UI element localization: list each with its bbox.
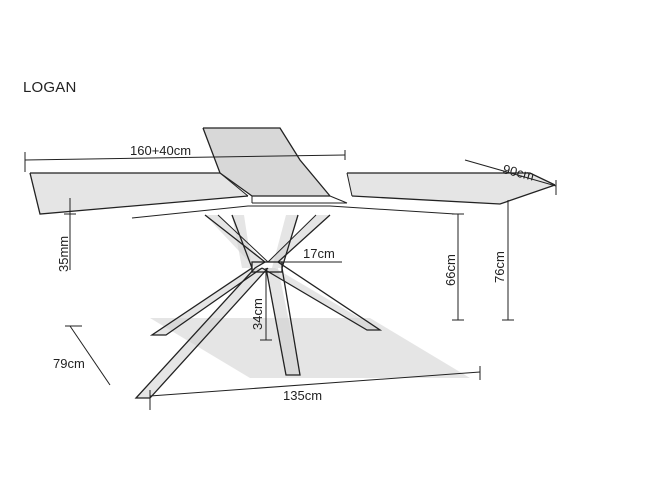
label-height-under-top: 66cm	[443, 254, 458, 286]
label-total-height: 76cm	[492, 251, 507, 283]
floor-shadow	[150, 318, 470, 378]
table-top-right	[346, 172, 556, 205]
label-depth: 90cm	[501, 161, 535, 183]
label-top-thickness: 35mm	[56, 236, 71, 272]
dim-depth: 90cm	[464, 159, 557, 195]
dim-leg-height-inner: 34cm	[250, 272, 272, 341]
label-leg-height-inner: 34cm	[250, 298, 265, 330]
dim-height-under-top: 66cm	[443, 213, 464, 321]
label-base-depth: 79cm	[53, 356, 85, 371]
star-base-legs	[134, 214, 383, 399]
label-base-length: 135cm	[283, 388, 322, 403]
product-name: LOGAN	[23, 79, 77, 96]
dim-base-depth: 79cm	[53, 325, 111, 386]
under-rail	[131, 205, 456, 219]
dim-leg-width: 17cm	[268, 246, 342, 263]
dim-top-thickness: 35mm	[56, 198, 76, 272]
dim-length: 160+40cm	[24, 143, 346, 172]
label-length: 160+40cm	[130, 143, 191, 158]
extension-leaf	[202, 127, 348, 204]
dim-total-height: 76cm	[492, 200, 514, 321]
label-leg-width: 17cm	[303, 246, 335, 261]
table-top-left	[29, 172, 249, 215]
dim-base-length: 135cm	[149, 366, 481, 410]
